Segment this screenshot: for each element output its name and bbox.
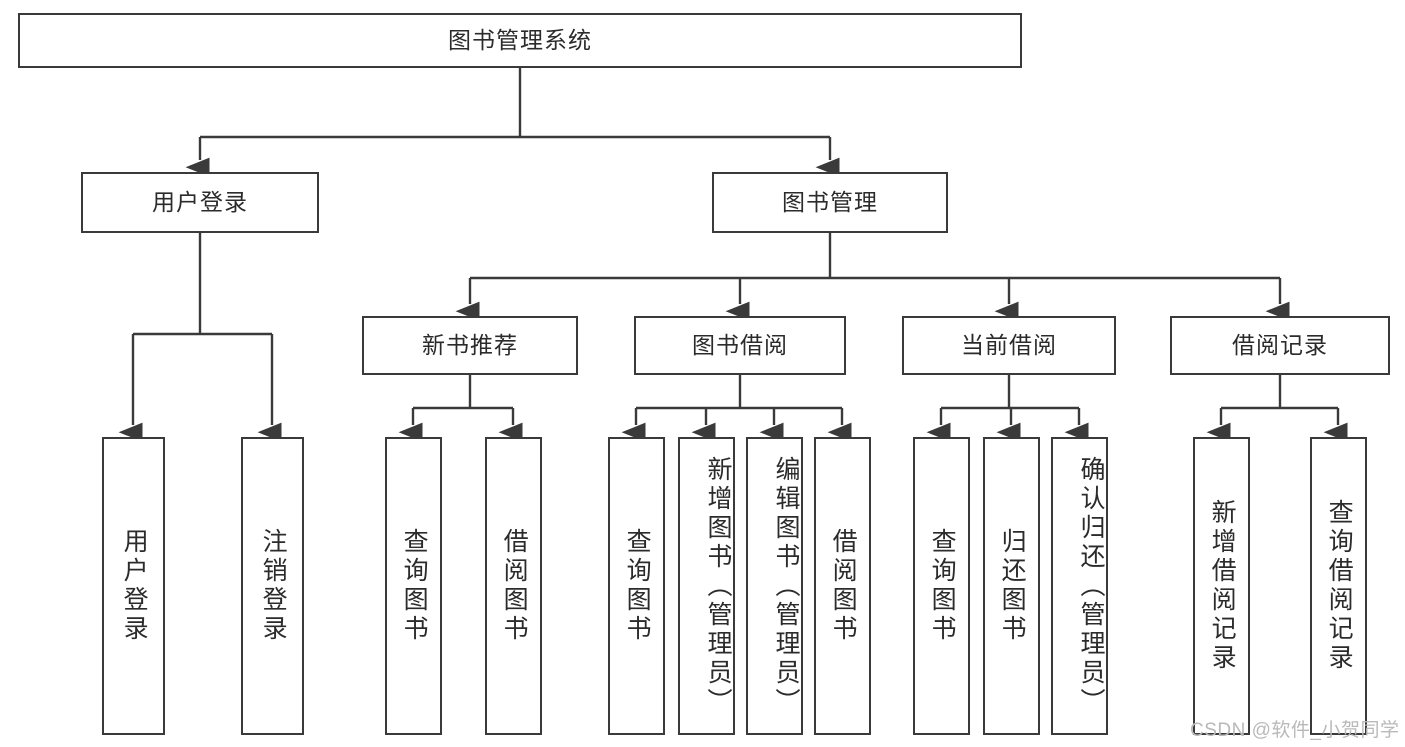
- node-label: 新增图书（管理员）: [704, 455, 732, 717]
- node-label: 注销登录: [259, 528, 288, 644]
- node-leaf-query-record[interactable]: 查询借阅记录: [1310, 437, 1367, 735]
- node-label: 用户登录: [120, 528, 149, 644]
- node-leaf-borrow-book-1[interactable]: 借阅图书: [485, 437, 542, 735]
- node-label: 查询借阅记录: [1325, 499, 1354, 673]
- node-leaf-edit-book[interactable]: 编辑图书（管理员）: [746, 437, 803, 735]
- node-leaf-query-book-3[interactable]: 查询图书: [913, 437, 970, 735]
- node-leaf-borrow-book-2[interactable]: 借阅图书: [814, 437, 871, 735]
- node-label: 编辑图书（管理员）: [772, 455, 800, 717]
- node-label: 图书管理: [782, 188, 878, 215]
- node-label: 新增借阅记录: [1208, 499, 1237, 673]
- node-label: 借阅图书: [829, 528, 858, 644]
- node-label: 查询图书: [623, 528, 652, 644]
- node-label: 查询图书: [928, 528, 957, 644]
- node-label: 借阅图书: [500, 528, 529, 644]
- node-label: 图书借阅: [692, 331, 788, 358]
- node-label: 借阅记录: [1232, 331, 1328, 358]
- node-leaf-add-record[interactable]: 新增借阅记录: [1193, 437, 1250, 735]
- node-label: 归还图书: [998, 528, 1027, 644]
- node-current-borrow[interactable]: 当前借阅: [902, 316, 1116, 375]
- node-leaf-logout[interactable]: 注销登录: [241, 437, 304, 735]
- node-book-borrow[interactable]: 图书借阅: [634, 316, 846, 375]
- watermark-label: CSDN @软件_小贺同学: [1190, 720, 1400, 741]
- node-new-book-rec[interactable]: 新书推荐: [362, 316, 578, 375]
- node-leaf-add-book[interactable]: 新增图书（管理员）: [678, 437, 735, 735]
- node-leaf-query-book-2[interactable]: 查询图书: [608, 437, 665, 735]
- node-user-login[interactable]: 用户登录: [81, 172, 319, 233]
- node-label: 查询图书: [400, 528, 429, 644]
- node-root-root[interactable]: 图书管理系统: [18, 13, 1022, 68]
- node-label: 用户登录: [152, 188, 248, 215]
- node-leaf-user-login[interactable]: 用户登录: [102, 437, 165, 735]
- node-borrow-record[interactable]: 借阅记录: [1170, 316, 1390, 375]
- node-book-manage[interactable]: 图书管理: [712, 172, 948, 233]
- node-label: 确认归还（管理员）: [1077, 455, 1105, 717]
- node-label: 图书管理系统: [448, 26, 592, 53]
- node-leaf-return-book[interactable]: 归还图书: [983, 437, 1040, 735]
- node-label: 新书推荐: [422, 331, 518, 358]
- node-leaf-confirm-return[interactable]: 确认归还（管理员）: [1051, 437, 1108, 735]
- node-label: 当前借阅: [961, 331, 1057, 358]
- node-leaf-query-book-1[interactable]: 查询图书: [385, 437, 442, 735]
